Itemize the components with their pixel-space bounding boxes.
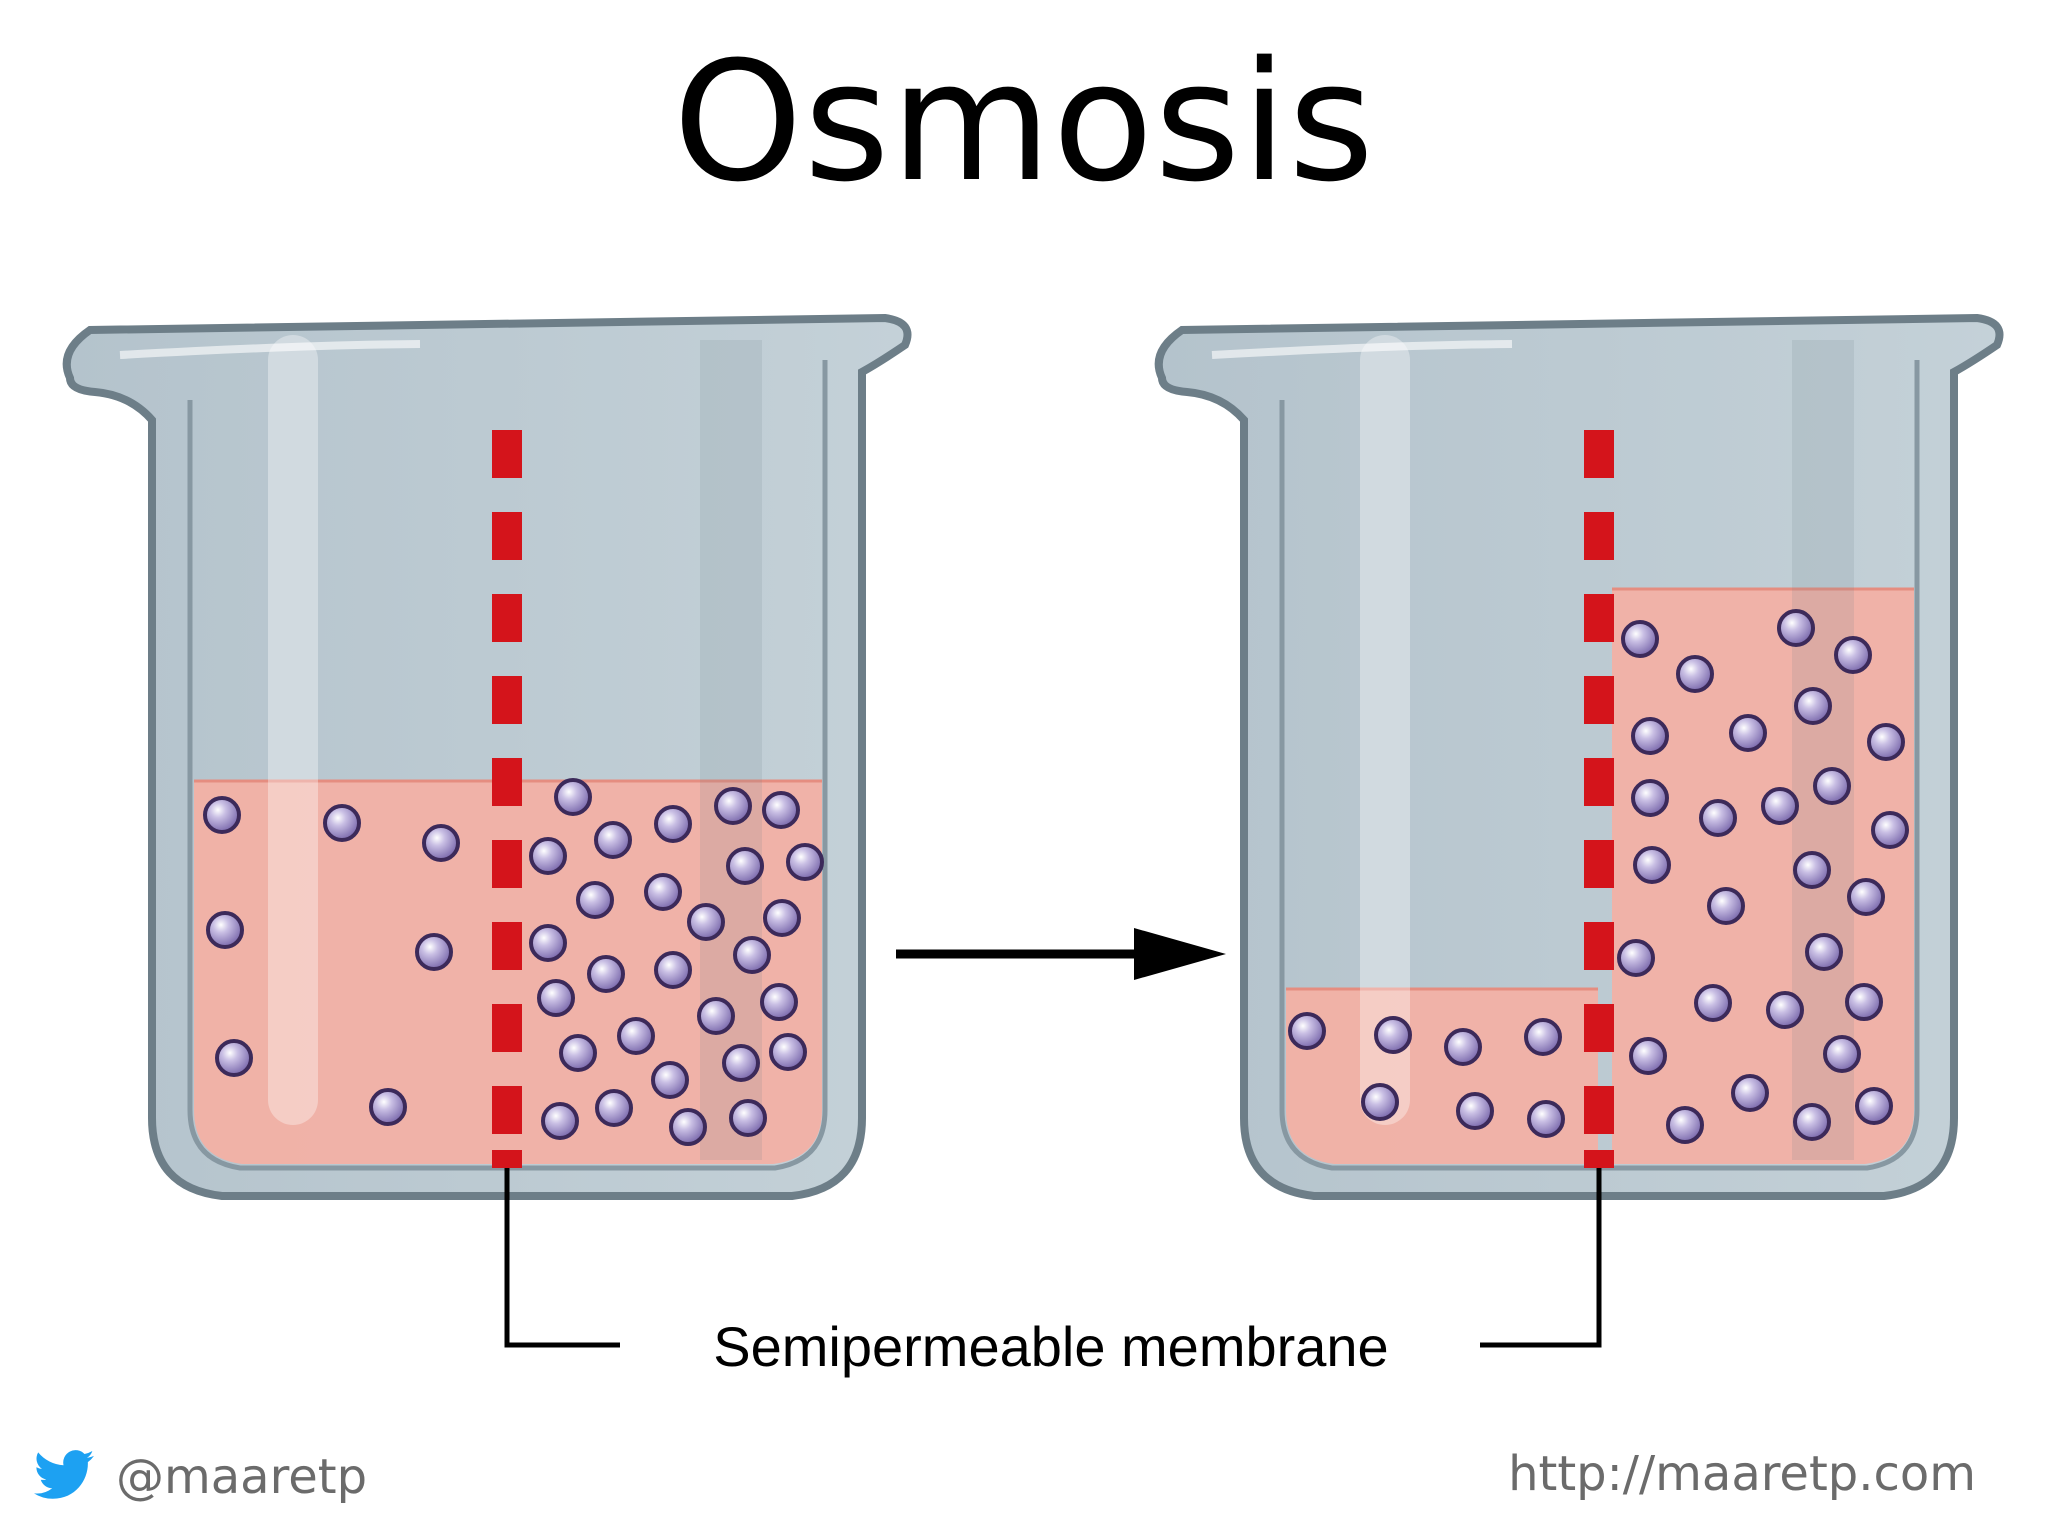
solution-after-right xyxy=(1612,588,1914,1164)
website-link[interactable]: http://maaretp.com xyxy=(1508,1446,1976,1502)
membrane-label: Semipermeable membrane xyxy=(713,1315,1388,1378)
beaker-after xyxy=(1154,313,2004,1200)
footer-twitter[interactable]: @maaretp xyxy=(34,1442,367,1512)
membrane-callout: Semipermeable membrane xyxy=(504,1168,1602,1378)
slide-title: Osmosis xyxy=(672,26,1376,218)
solution-after-left xyxy=(1286,988,1598,1164)
particles-after-right xyxy=(1617,609,1909,1144)
beaker-before xyxy=(62,313,912,1200)
particles-before-right xyxy=(529,778,824,1146)
membrane-after xyxy=(1584,430,1614,1168)
membrane-before xyxy=(492,430,522,1168)
particles-after-left xyxy=(1288,1012,1565,1138)
particles-before-left xyxy=(203,796,460,1126)
twitter-handle: @maaretp xyxy=(116,1449,368,1505)
twitter-bird-icon xyxy=(34,1449,94,1506)
process-arrow xyxy=(896,928,1226,980)
